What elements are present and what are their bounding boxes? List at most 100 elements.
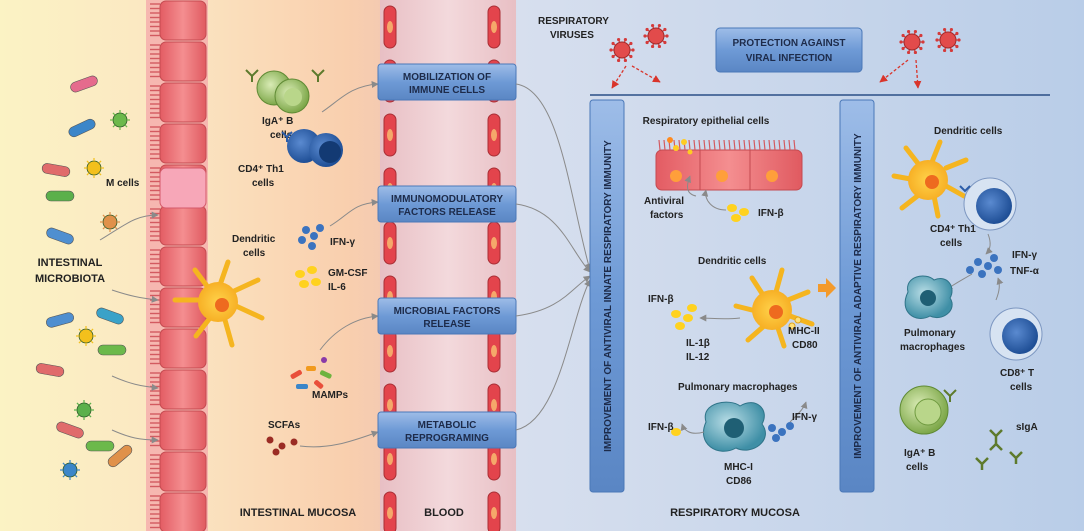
iga-b-cells-left — [245, 69, 325, 114]
section-blood: BLOOD — [424, 507, 464, 519]
innate-dc-cytokine-dots — [671, 304, 697, 330]
adaptive-dc-label: Dendritic cells — [934, 126, 1003, 137]
adaptive-ifng-label: IFN-γ — [1012, 250, 1037, 261]
arrow-metabolic-to-innate — [515, 279, 591, 431]
svg-text:PROTECTION AGAINST: PROTECTION AGAINST — [733, 38, 846, 49]
arrow-scfas-to-metabolic — [299, 430, 379, 448]
svg-text:IMPROVEMENT OF ANTIVIRAL INNAT: IMPROVEMENT OF ANTIVIRAL INNATE RESPIRAT… — [603, 140, 614, 452]
arrow-iga-to-mobilization — [321, 80, 379, 113]
arrow-cd4-cytokines — [985, 233, 993, 255]
adaptive-tnfa-label: TNF-α — [1010, 266, 1040, 277]
adaptive-cd4-label-1: CD4⁺ Th1 — [930, 224, 976, 235]
innate-ifnb-mac-label: IFN-β — [648, 422, 674, 433]
antiviral-label-2: factors — [650, 210, 684, 221]
innate-macrophage-label: Pulmonary macrophages — [678, 382, 798, 393]
scfa-dots — [266, 436, 298, 456]
box-mobilization: MOBILIZATION OF IMMUNE CELLS — [377, 63, 517, 101]
innate-mac-ifnb-dot — [671, 428, 681, 436]
respiratory-viruses-label-2: VIRUSES — [550, 30, 594, 41]
antiviral-label-1: Antiviral — [644, 196, 684, 207]
arrow-cd8-cytokines — [995, 277, 1004, 301]
adaptive-cd8-cell — [989, 307, 1043, 361]
arrow-mamps-to-microbial — [319, 313, 379, 351]
intestinal-epithelium — [146, 0, 208, 531]
innate-mac-ifng-dots — [768, 422, 794, 442]
box-innate-immunity: IMPROVEMENT OF ANTIVIRAL INNATE RESPIRAT… — [589, 99, 625, 493]
svg-text:VIRAL INFECTION: VIRAL INFECTION — [746, 53, 832, 64]
respiratory-viruses-label-1: RESPIRATORY — [538, 16, 609, 27]
adaptive-dendritic-cell — [891, 139, 969, 219]
adaptive-pulm-label-2: macrophages — [900, 342, 965, 353]
mhc2-label: MHC-II — [788, 326, 820, 337]
arrow-mac-ifnb — [680, 423, 705, 434]
arrow-microbiota-to-mcell — [99, 211, 159, 241]
scfas-label: SCFAs — [268, 420, 301, 431]
innate-ifnb-dc-label: IFN-β — [648, 294, 674, 305]
ifn-beta-epi-label: IFN-β — [758, 208, 784, 219]
orange-arrow — [818, 278, 836, 298]
adaptive-pulm-macrophage — [904, 275, 953, 319]
cd4-label-2: cells — [252, 178, 275, 189]
cd86-label: CD86 — [726, 476, 752, 487]
il1b-label: IL-1β — [686, 338, 710, 349]
innate-dendritic-cell — [733, 267, 815, 349]
innate-macrophage — [703, 401, 766, 452]
gmcsf-dots — [295, 266, 321, 288]
arrow-microbes-to-epi — [111, 375, 159, 391]
microbiota-bacteria — [35, 75, 133, 480]
m-cells-label: M cells — [106, 178, 140, 189]
svg-text:IMPROVEMENT OF ANTIVIRAL ADAPT: IMPROVEMENT OF ANTIVIRAL ADAPTIVE RESPIR… — [853, 133, 864, 459]
arrow-scfa-epi — [111, 429, 159, 444]
svg-text:REPROGRAMING: REPROGRAMING — [405, 433, 489, 444]
svg-text:MICROBIAL FACTORS: MICROBIAL FACTORS — [394, 306, 501, 317]
virus-particles — [609, 23, 961, 63]
ifn-gamma-dots — [298, 224, 324, 250]
adaptive-cd4-cell — [959, 177, 1017, 231]
dendritic-cell-intestine — [172, 259, 265, 348]
section-intestinal-mucosa: INTESTINAL MUCOSA — [240, 507, 357, 519]
adaptive-iga-b-cell — [899, 385, 957, 435]
section-respiratory-mucosa: RESPIRATORY MUCOSA — [670, 507, 800, 519]
adaptive-cd4-label-2: cells — [940, 238, 963, 249]
siga-antibodies — [975, 429, 1023, 470]
arrow-antiviral — [684, 175, 697, 197]
virus-arrow-1 — [611, 65, 627, 89]
intestinal-microbiota-label-2: MICROBIOTA — [35, 273, 105, 285]
adaptive-iga-label-1: IgA⁺ B — [904, 448, 935, 459]
ifn-gamma-label: IFN-γ — [330, 237, 355, 248]
il12-label: IL-12 — [686, 352, 710, 363]
adaptive-pulm-label-1: Pulmonary — [904, 328, 956, 339]
mamps-label: MAMPs — [312, 390, 349, 401]
svg-text:FACTORS RELEASE: FACTORS RELEASE — [398, 207, 496, 218]
cd80-label: CD80 — [792, 340, 818, 351]
adaptive-cytokine-dots — [966, 254, 1002, 278]
arrow-cytokines-to-immunomod — [329, 198, 379, 227]
adaptive-cd8-label-2: cells — [1010, 382, 1033, 393]
adaptive-iga-label-2: cells — [906, 462, 929, 473]
arrow-microbiota-to-dc — [111, 289, 159, 303]
iga-label-1: IgA⁺ B — [262, 116, 293, 127]
ifn-beta-epi-dots — [727, 204, 749, 222]
cd4-label-1: CD4⁺ Th1 — [238, 164, 284, 175]
innate-dc-label: Dendritic cells — [698, 256, 767, 267]
dendritic-label-2: cells — [243, 248, 266, 259]
gmcsf-label: GM-CSF — [328, 268, 367, 279]
svg-text:IMMUNE CELLS: IMMUNE CELLS — [409, 85, 485, 96]
svg-text:RELEASE: RELEASE — [423, 319, 471, 330]
il6-label: IL-6 — [328, 282, 346, 293]
svg-text:MOBILIZATION OF: MOBILIZATION OF — [403, 72, 491, 83]
adaptive-cd8-label-1: CD8⁺ T — [1000, 368, 1034, 379]
cd4-th1-cells-left — [281, 129, 343, 167]
mamps-shapes — [290, 357, 332, 389]
svg-text:METABOLIC: METABOLIC — [418, 420, 477, 431]
arrow-immunomod-to-innate — [515, 203, 591, 273]
arrow-dc-cytokines — [699, 314, 741, 322]
box-microbial-factors: MICROBIAL FACTORS RELEASE — [377, 297, 517, 335]
box-adaptive-immunity: IMPROVEMENT OF ANTIVIRAL ADAPTIVE RESPIR… — [839, 99, 875, 493]
intestinal-microbiota-label-1: INTESTINAL — [38, 257, 103, 269]
resp-epithelial-label: Respiratory epithelial cells — [643, 116, 770, 127]
virus-arrow-3 — [879, 59, 909, 83]
box-immunomodulatory: IMMUNOMODULATORY FACTORS RELEASE — [377, 185, 517, 223]
